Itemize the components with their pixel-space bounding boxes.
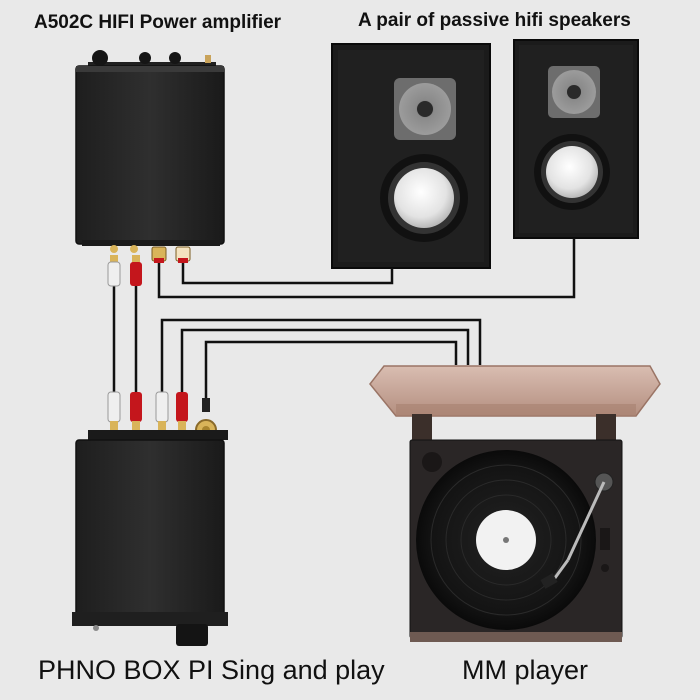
white-rca-plug-icon (107, 261, 121, 287)
white-rca-plug-icon (107, 391, 121, 423)
right-speaker (513, 39, 639, 239)
treble-knob-icon (139, 52, 151, 64)
amplifier-speaker-outputs (151, 246, 191, 263)
speakers-label: A pair of passive hifi speakers (358, 10, 631, 31)
turntable-unit (369, 365, 661, 642)
amplifier-unit (75, 50, 225, 263)
mm-player-label: MM player (462, 655, 589, 685)
speaker-cables (157, 238, 576, 299)
bass-knob-icon (169, 52, 181, 64)
phono-box-label: PHNO BOX PI Sing and play (38, 655, 385, 685)
red-rca-plug-icon (130, 392, 142, 422)
amplifier-label: A502C HIFI Power amplifier (34, 12, 282, 33)
red-rca-plug-icon (176, 392, 188, 422)
phono-box-unit (72, 430, 228, 646)
amplifier-rca-inputs (110, 245, 138, 253)
left-speaker (331, 43, 491, 269)
white-rca-plug-icon (155, 391, 169, 423)
volume-knob-icon (92, 50, 108, 66)
tonearm-icon (540, 472, 614, 589)
rca-cable-phono-turntable (160, 318, 482, 400)
phono-knob-icon (176, 624, 208, 646)
red-rca-plug-icon (130, 262, 142, 286)
rca-cable-amp-phono (107, 255, 142, 430)
